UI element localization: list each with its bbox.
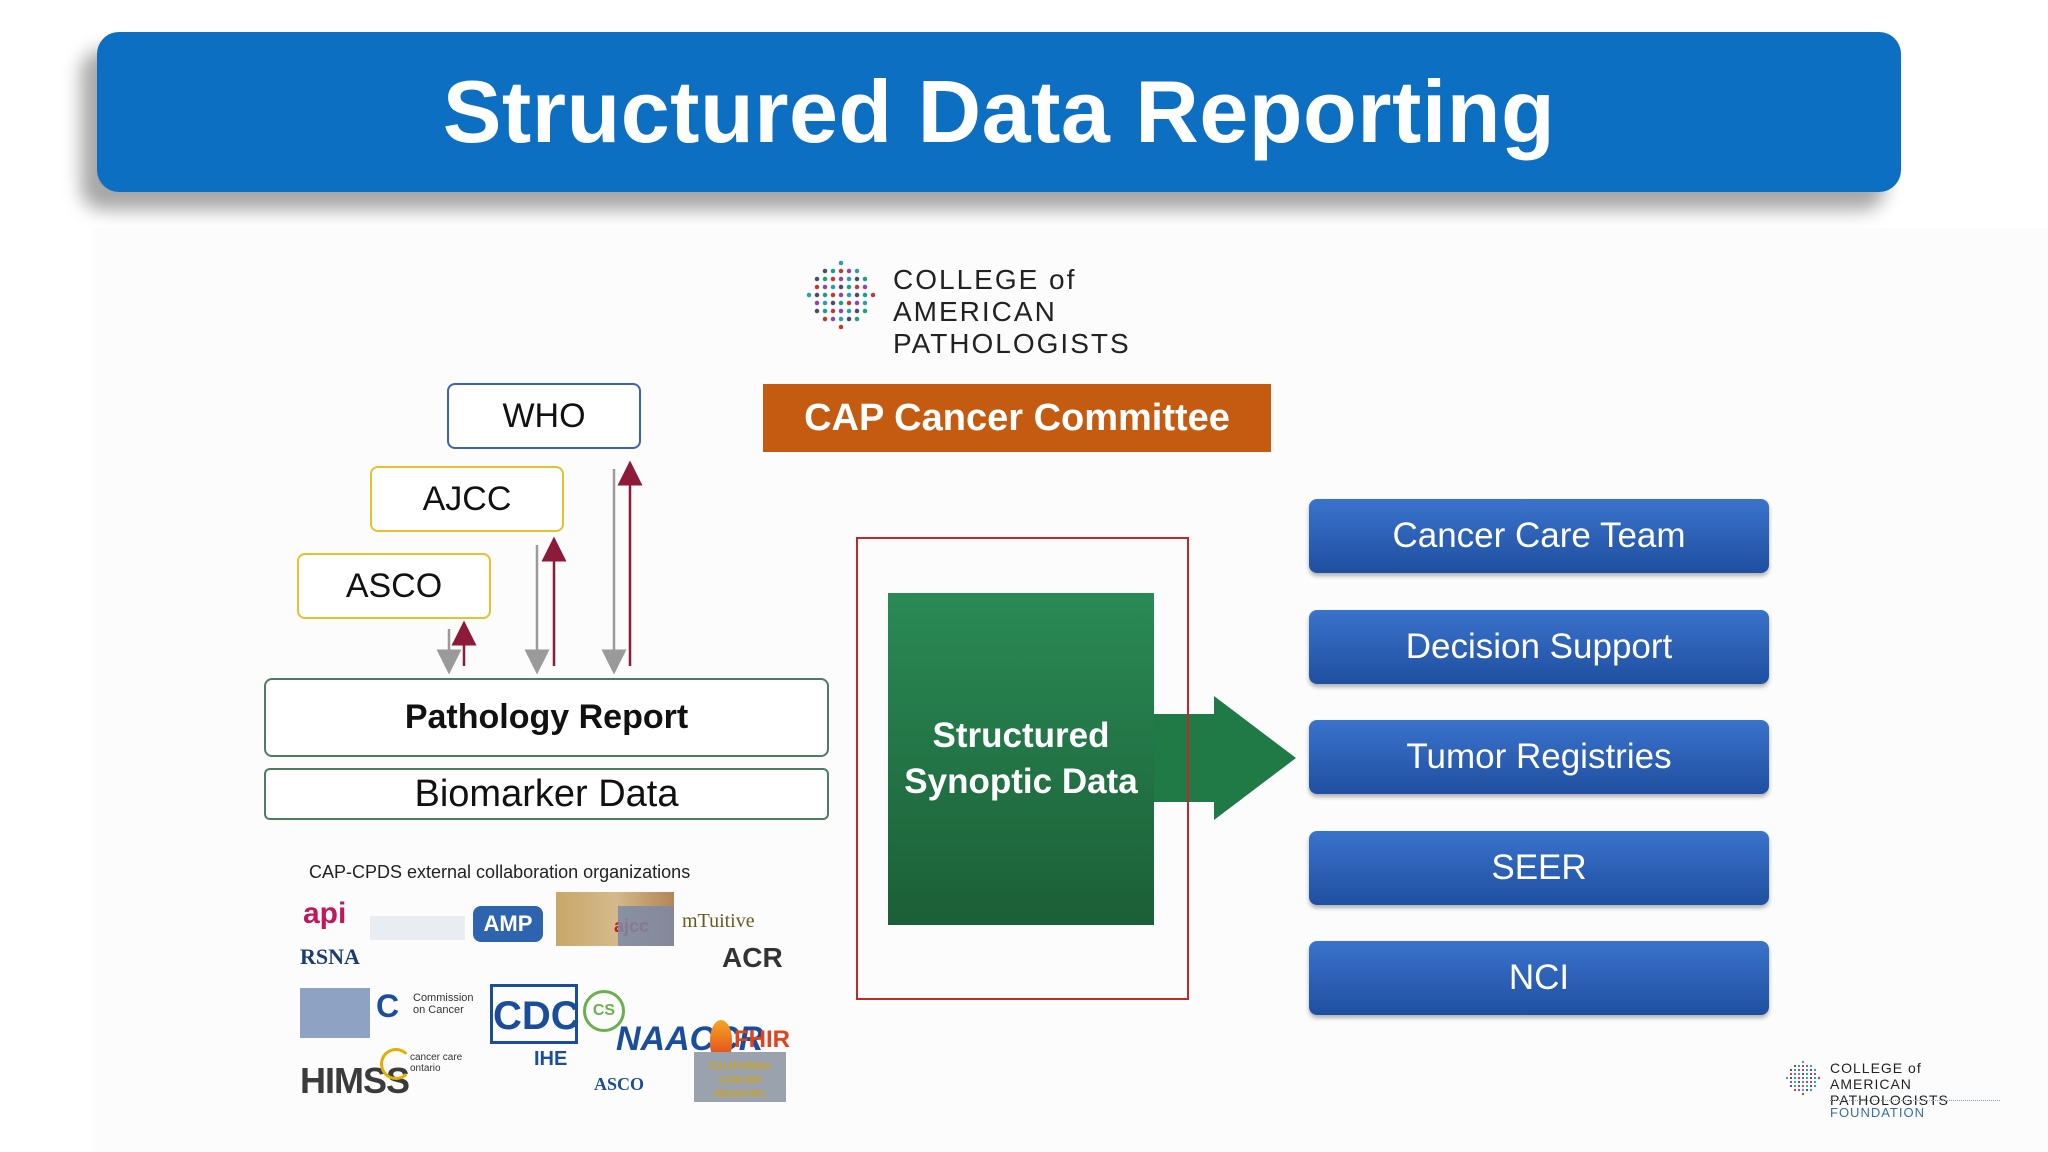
synoptic-line2: Synoptic Data [904,762,1138,801]
pathology-report-box: Pathology Report [264,678,829,757]
cco-logo: cancer care ontario [410,1052,463,1074]
title-banner: Structured Data Reporting [97,32,1901,192]
ajcc-box: AJCC [370,466,564,532]
who-box: WHO [447,383,641,449]
destination-seer: SEER [1309,831,1769,905]
california-cancer-registry-logo: CALIFORNIA CANCER REGISTRY [694,1052,786,1102]
ihe-logo: IHE [534,1048,568,1070]
cap-foundation-logo: COLLEGE of AMERICAN PATHOLOGISTS FOUNDAT… [1785,1060,2005,1130]
collab-logo-grid: api AMP ajcc mTuitive RSNA ACR C Commiss… [298,892,798,1127]
cap-logo-line2: PATHOLOGISTS [893,328,1131,359]
fhir-logo: FHIR [734,1026,790,1053]
synoptic-line1: Structured [932,716,1110,755]
asco-box: ASCO [297,553,491,619]
biomarker-data-box: Biomarker Data [264,768,829,820]
acr-logo: ACR [722,942,783,973]
destination-tumor-registries: Tumor Registries [1309,720,1769,794]
cap-logo: COLLEGE of AMERICAN PATHOLOGISTS [805,258,1225,359]
synoptic-frame [856,537,1189,1000]
cap-cancer-committee-label: CAP Cancer Committee [763,384,1271,452]
naaccr-logo: NAACCR [616,1020,764,1058]
onc-logo [370,916,465,940]
cap-dot-logo-icon [806,260,876,330]
commission-on-cancer-logo: Commission on Cancer [413,992,474,1016]
cs-logo: CS [583,990,625,1032]
foundation-line3: FOUNDATION [1830,1105,1925,1120]
coc-mark-icon: C [376,988,400,1024]
slide-title: Structured Data Reporting [442,62,1556,161]
public-health-logo [300,988,370,1038]
api-logo: api [303,897,347,930]
cdc-logo: CDC [490,984,580,1044]
rsna-logo: RSNA [300,944,360,969]
cco-logo-icon [380,1048,412,1080]
foundation-line1: COLLEGE of AMERICAN [1830,1060,1922,1092]
fhir-flame-icon [710,1020,732,1060]
structured-synoptic-data-block: Structured Synoptic Data [888,593,1154,925]
foundation-dot-logo-icon [1785,1060,1821,1096]
asco-logo: ASCO [594,1074,645,1094]
destination-nci: NCI [1309,941,1769,1015]
cap-logo-line1: COLLEGE of AMERICAN [893,264,1077,327]
destination-cancer-care-team: Cancer Care Team [1309,499,1769,573]
destination-decision-support: Decision Support [1309,610,1769,684]
amp-logo: AMP [473,906,543,942]
collab-title: CAP-CPDS external collaboration organiza… [309,862,691,882]
mtuitive-logo: mTuitive [682,910,755,932]
